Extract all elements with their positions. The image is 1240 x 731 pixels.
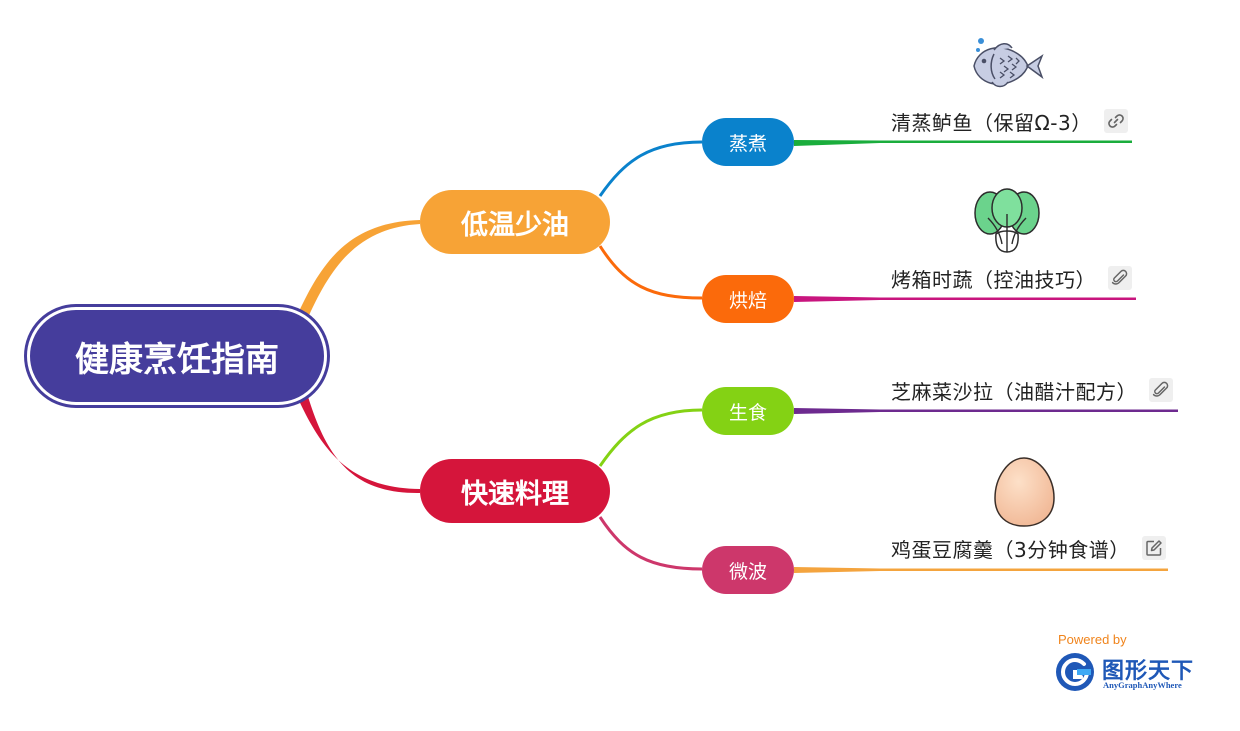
- egg-icon: [994, 457, 1055, 527]
- leaf-label: 清蒸鲈鱼（保留Ω-3）: [891, 110, 1092, 135]
- sub-label: 微波: [728, 560, 767, 583]
- connector-branch-1-sub-2: [598, 245, 703, 300]
- branch-label: 快速料理: [461, 478, 569, 510]
- paperclip-icon[interactable]: [1149, 378, 1173, 402]
- connector-branch-2-sub-4: [598, 516, 703, 571]
- sub-node-bake[interactable]: 烘焙: [702, 275, 794, 323]
- branch-node-quick-cook[interactable]: 快速料理: [420, 459, 610, 523]
- connector-branch-1-sub-1: [598, 140, 703, 197]
- leaf-label: 芝麻菜沙拉（油醋汁配方）: [891, 379, 1137, 404]
- connector-sub-3-leaf: [794, 408, 1178, 414]
- sub-label: 生食: [728, 401, 767, 424]
- root-label: 健康烹饪指南: [75, 339, 279, 380]
- brand-tagline: AnyGraphAnyWhere: [1103, 680, 1182, 690]
- root-node[interactable]: 健康烹饪指南: [27, 307, 327, 405]
- branch-label: 低温少油: [461, 209, 569, 241]
- link-icon[interactable]: [1103, 109, 1128, 133]
- connector-root-branch-1: [296, 220, 420, 322]
- connector-sub-2-leaf: [794, 296, 1136, 302]
- fish-icon: [973, 38, 1044, 88]
- bok-choy-icon: [974, 188, 1040, 253]
- leaf-label: 鸡蛋豆腐羹（3分钟食谱）: [891, 537, 1130, 562]
- leaf-node-egg-tofu[interactable]: 鸡蛋豆腐羹（3分钟食谱）: [891, 533, 1166, 563]
- sub-node-microwave[interactable]: 微波: [702, 546, 794, 594]
- sub-node-steam[interactable]: 蒸煮: [702, 118, 794, 166]
- branch-node-low-temp[interactable]: 低温少油: [420, 190, 610, 254]
- edit-note-icon[interactable]: [1141, 536, 1166, 560]
- leaf-node-steamed-bass[interactable]: 清蒸鲈鱼（保留Ω-3）: [891, 106, 1128, 136]
- sub-node-raw[interactable]: 生食: [702, 387, 794, 435]
- sub-label: 蒸煮: [728, 132, 767, 155]
- brand-name: 图形天下: [1102, 659, 1195, 684]
- connector-root-branch-2: [296, 390, 420, 494]
- sub-label: 烘焙: [728, 289, 767, 312]
- leaf-node-oven-veg[interactable]: 烤箱时蔬（控油技巧）: [891, 263, 1132, 293]
- connector-branch-2-sub-3: [598, 408, 703, 467]
- leaf-node-arugula-salad[interactable]: 芝麻菜沙拉（油醋汁配方）: [891, 375, 1173, 405]
- brand-logo-icon: [1056, 653, 1094, 691]
- powered-by-text: Powered by: [1058, 632, 1127, 647]
- connector-sub-4-leaf: [794, 567, 1168, 573]
- paperclip-icon[interactable]: [1108, 266, 1132, 290]
- leaf-label: 烤箱时蔬（控油技巧）: [891, 267, 1096, 292]
- connector-sub-1-leaf: [794, 140, 1132, 146]
